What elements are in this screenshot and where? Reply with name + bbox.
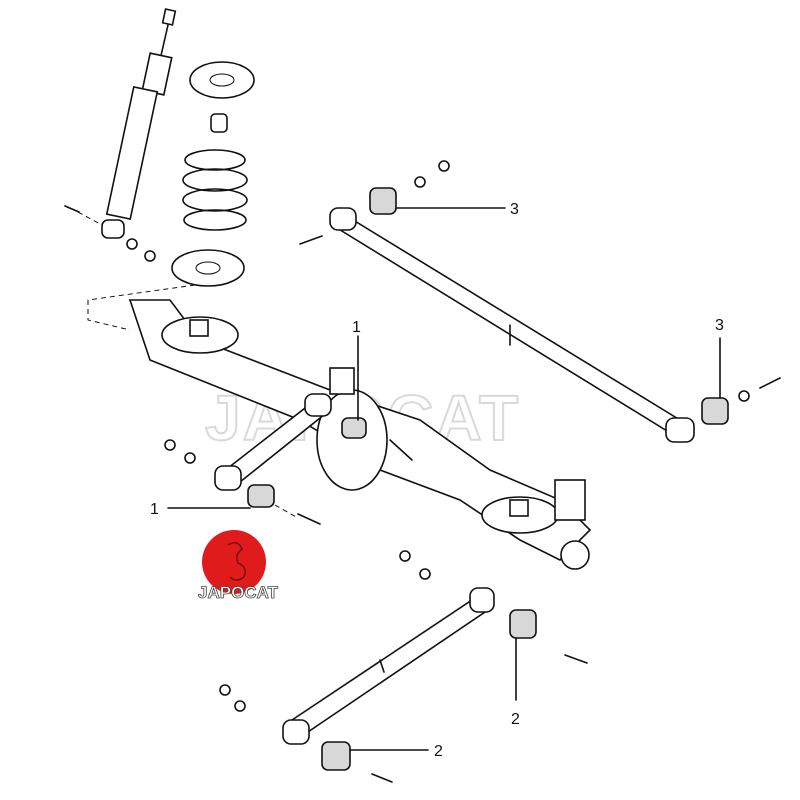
callout-label: 2 <box>511 711 520 728</box>
bushing-1-lower <box>247 484 275 508</box>
logo-text: JAPOCAT <box>198 583 279 602</box>
bushing-2-upper <box>509 609 537 639</box>
bushing-3-lower <box>701 397 729 425</box>
callout-1b: 1 <box>150 501 251 518</box>
callout-label: 1 <box>150 501 159 518</box>
callout-label: 3 <box>510 201 519 218</box>
lateral-rod <box>299 160 781 443</box>
bushing-3-upper <box>369 187 397 215</box>
callout-3b: 3 <box>715 317 724 399</box>
callout-1a: 1 <box>352 319 361 421</box>
upper-control-arm <box>164 393 367 525</box>
callout-2a: 2 <box>511 637 520 728</box>
coil-spring <box>171 61 255 287</box>
japocat-logo: JAPOCAT <box>198 530 279 602</box>
shock-absorber <box>64 8 177 262</box>
callout-3a: 3 <box>395 201 519 218</box>
callout-label: 2 <box>434 743 443 760</box>
lower-control-arm <box>219 550 588 783</box>
callout-label: 3 <box>715 317 724 334</box>
bushing-1-upper <box>341 417 367 439</box>
callout-label: 1 <box>352 319 361 336</box>
callout-2b: 2 <box>349 743 443 760</box>
bushing-2-lower <box>321 741 351 771</box>
